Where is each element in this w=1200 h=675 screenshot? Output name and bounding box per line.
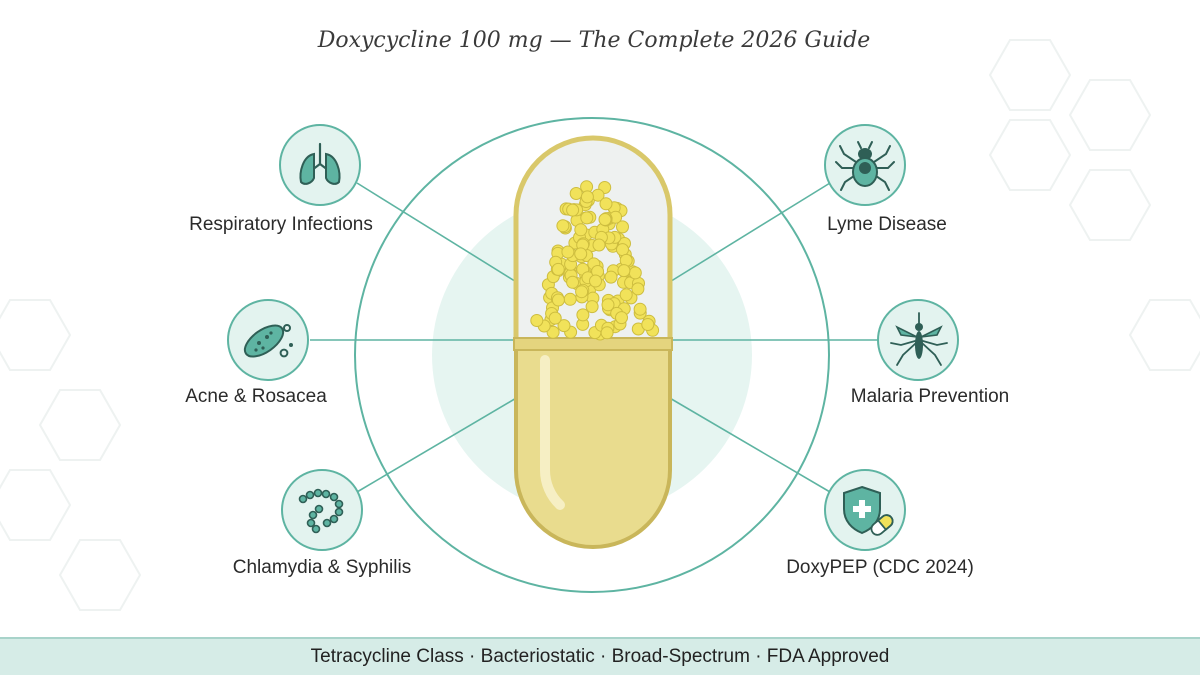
granule bbox=[619, 288, 633, 302]
lungs-icon bbox=[279, 124, 361, 206]
label-doxypep: DoxyPEP (CDC 2024) bbox=[786, 557, 974, 578]
capsule-band bbox=[513, 337, 673, 351]
spirochete-icon bbox=[281, 469, 363, 551]
capsule-granules bbox=[530, 180, 660, 341]
granule bbox=[551, 262, 565, 276]
granule bbox=[601, 298, 615, 312]
granule bbox=[530, 314, 544, 327]
footer-text: Tetracycline Class · Bacteriostatic · Br… bbox=[310, 646, 890, 667]
mosquito-icon bbox=[877, 299, 959, 381]
granule bbox=[633, 302, 647, 316]
granule bbox=[561, 245, 575, 259]
connector-lines bbox=[310, 182, 878, 493]
granule bbox=[600, 326, 614, 340]
granule bbox=[574, 223, 588, 237]
granule bbox=[604, 270, 618, 284]
granule bbox=[616, 220, 629, 234]
granule bbox=[617, 264, 631, 278]
granule bbox=[592, 238, 606, 252]
granule bbox=[551, 293, 565, 307]
granule bbox=[566, 275, 580, 289]
granule bbox=[641, 318, 655, 331]
granule bbox=[575, 285, 589, 299]
label-malaria-prevention: Malaria Prevention bbox=[850, 386, 1010, 407]
granule bbox=[546, 325, 560, 339]
label-acne-rosacea: Acne & Rosacea bbox=[185, 386, 327, 407]
tick-icon bbox=[824, 124, 906, 206]
granule bbox=[576, 308, 590, 322]
capsule-highlight bbox=[539, 355, 565, 510]
granule bbox=[616, 243, 629, 257]
granule bbox=[631, 282, 645, 296]
bacteria-icon bbox=[227, 299, 309, 381]
granule bbox=[580, 211, 594, 225]
granule bbox=[566, 203, 580, 217]
granule bbox=[569, 187, 583, 200]
granule bbox=[599, 197, 613, 211]
shield-capsule-icon bbox=[824, 469, 906, 551]
granule bbox=[615, 311, 628, 325]
granule bbox=[574, 247, 588, 261]
page-title: Doxycycline 100 mg — The Complete 2026 G… bbox=[317, 28, 871, 53]
capsule bbox=[513, 135, 673, 549]
granule bbox=[598, 213, 612, 226]
granule bbox=[585, 300, 599, 314]
granule bbox=[589, 274, 602, 288]
granule bbox=[580, 190, 594, 204]
label-lyme-disease: Lyme Disease bbox=[827, 214, 947, 235]
hexagon-pattern bbox=[0, 39, 1200, 611]
granule bbox=[557, 319, 571, 333]
capsule-bottom bbox=[514, 341, 672, 549]
granule bbox=[548, 311, 562, 325]
granule bbox=[628, 266, 642, 280]
outer-ring bbox=[354, 117, 830, 593]
label-respiratory-infections: Respiratory Infections bbox=[189, 214, 373, 235]
label-chlamydia-syphilis: Chlamydia & Syphilis bbox=[232, 557, 412, 578]
granule bbox=[556, 219, 570, 233]
footer-banner: Tetracycline Class · Bacteriostatic · Br… bbox=[0, 637, 1200, 675]
granule bbox=[563, 292, 577, 306]
